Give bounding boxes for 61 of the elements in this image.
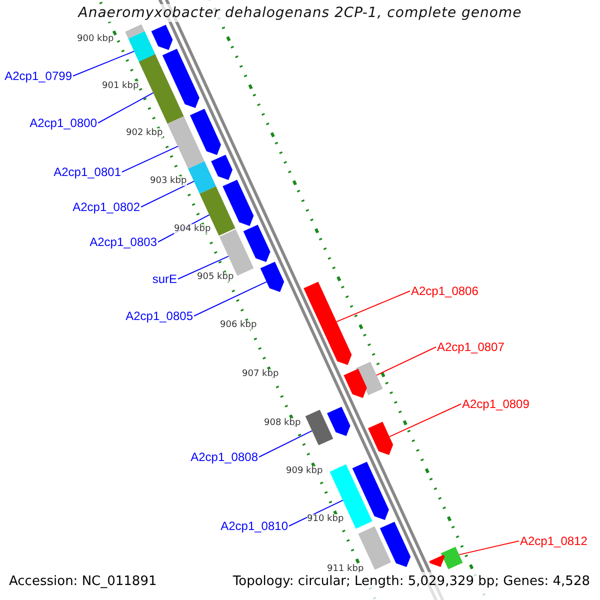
leader-line — [376, 346, 436, 376]
gene-label: A2cp1_0806 — [411, 284, 478, 298]
gene-label: A2cp1_0801 — [54, 165, 121, 179]
scale-label: 905 kbp — [197, 272, 234, 282]
scale-label: 907 kbp — [242, 369, 279, 379]
gene-bar — [125, 24, 145, 39]
scale-label: 909 kbp — [286, 466, 323, 476]
scale-label: 908 kbp — [264, 418, 301, 428]
leader-line — [336, 290, 410, 322]
gene-label: A2cp1_0808 — [190, 450, 258, 464]
gene-bar — [352, 462, 389, 520]
gene-label: A2cp1_0805 — [126, 309, 193, 323]
leader-line — [389, 404, 462, 438]
scale-label: 904 kbp — [174, 224, 211, 234]
leader-line — [194, 281, 267, 316]
gene-label: A2cp1_0812 — [520, 534, 588, 548]
scale-label: 901 kbp — [102, 81, 139, 91]
gene-bar — [327, 406, 350, 436]
gene-label: surE — [152, 272, 177, 286]
gene-bar — [368, 422, 394, 455]
gene-label: A2cp1_0799 — [4, 69, 72, 83]
leader-line — [178, 256, 229, 280]
gene-bar — [211, 154, 232, 180]
gene-bar — [330, 464, 372, 529]
gene-bar — [138, 54, 184, 124]
scale-label: 906 kbp — [220, 320, 257, 330]
gene-bar — [167, 116, 204, 169]
gene-bar — [190, 108, 221, 155]
gene-bar — [429, 554, 445, 567]
gene-label: A2cp1_0802 — [72, 200, 140, 214]
gene-bar — [440, 546, 463, 570]
gene-bar — [222, 180, 254, 226]
leader-line — [140, 180, 194, 208]
leader-line — [122, 146, 178, 172]
leader-line — [98, 92, 154, 124]
scale-label: 902 kbp — [126, 128, 163, 138]
leader-line — [72, 50, 135, 76]
leader-line — [458, 540, 520, 556]
gene-label: A2cp1_0803 — [90, 235, 157, 249]
gene-bar — [305, 410, 334, 446]
gene-label: A2cp1_0810 — [220, 519, 288, 533]
gene-bar — [304, 282, 352, 365]
gene-label: A2cp1_0807 — [437, 340, 504, 354]
gene-bar — [356, 362, 383, 396]
gene-label: A2cp1_0809 — [462, 397, 530, 411]
accession-text: Accession: NC_011891 — [9, 574, 157, 589]
gene-bar — [260, 262, 284, 292]
gene-bar — [151, 24, 173, 50]
leader-line — [288, 500, 344, 526]
gene-bar — [128, 31, 156, 64]
scale-label: 903 kbp — [150, 176, 187, 186]
gene-label: A2cp1_0800 — [30, 116, 97, 130]
gene-bar — [188, 161, 216, 194]
scale-label: 910 kbp — [307, 514, 344, 524]
leader-line — [258, 430, 312, 458]
gene-bar — [380, 522, 411, 567]
genome-summary-text: Topology: circular; Length: 5,029,329 bp; Genes: 4,528 — [232, 574, 590, 589]
scale-label: 900 kbp — [77, 34, 114, 44]
gene-bar — [162, 48, 200, 108]
gene-bar — [344, 368, 367, 398]
gene-bar — [243, 224, 270, 262]
